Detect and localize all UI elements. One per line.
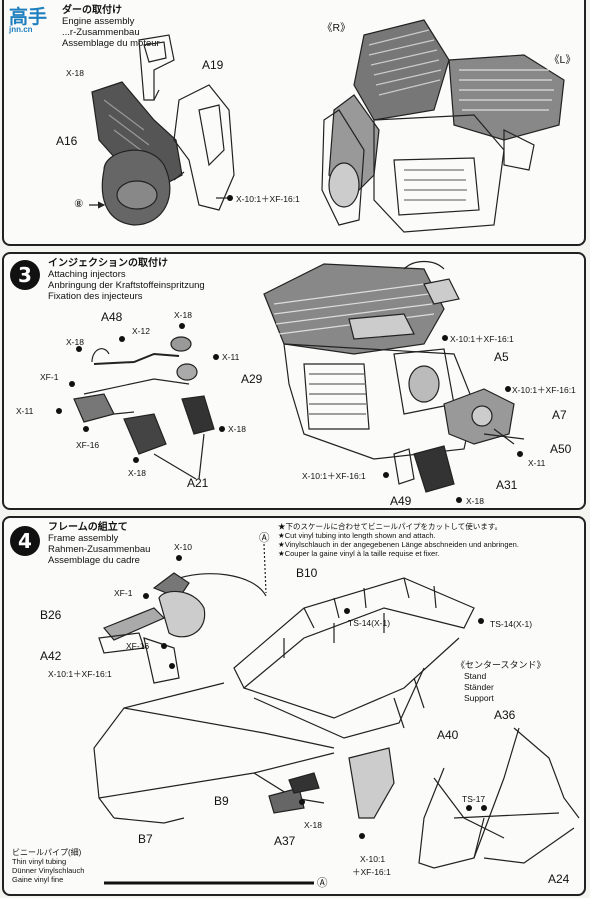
label-x18: X-18: [66, 68, 84, 78]
label-ts14b: TS-14(X-1): [490, 619, 533, 629]
label-x11b: X-11: [16, 406, 34, 416]
label-b10: B10: [296, 566, 318, 580]
label-circ-a2: Ⓐ: [317, 877, 328, 889]
label-b26: B26: [40, 608, 62, 622]
title-en: Attaching injectors: [48, 269, 126, 280]
tube-en: Thin vinyl tubing: [12, 857, 67, 866]
label-a24: A24: [548, 872, 570, 886]
label-a49: A49: [390, 494, 412, 508]
label-paint3: X-10:1＋XF-16:1: [302, 471, 366, 481]
label-x18b: X-18: [174, 310, 192, 320]
label-a36: A36: [494, 708, 516, 722]
title-de: ...r-Zusammenbau: [62, 27, 140, 38]
title-jp: インジェクションの取付け: [48, 258, 168, 269]
note-de: ★Vinylschlauch in der angegebenen Länge …: [278, 540, 519, 549]
stand-en: Stand: [464, 671, 487, 681]
stand-jp: 《センタースタンド》: [456, 660, 546, 670]
tube-jp: ビニールパイプ(細): [12, 848, 82, 857]
label-x12: X-12: [132, 326, 150, 336]
note-fr: ★Couper la gaine vinyl à la taille requi…: [278, 549, 440, 558]
label-a29: A29: [241, 372, 263, 386]
step-3-number: 3: [10, 260, 40, 290]
label-xf1: XF-1: [114, 588, 133, 598]
label-paint2b: ＋XF-16:1: [352, 867, 391, 877]
label-xf1: XF-1: [40, 372, 59, 382]
watermark-sub: jnn.cn: [9, 25, 33, 34]
title-jp: ダーの取付け: [62, 5, 122, 16]
label-x11a: X-11: [222, 352, 240, 362]
tube-de: Dünner Vinylschlauch: [12, 866, 85, 875]
label-x11c: X-11: [528, 458, 546, 468]
step-3-panel: 3 インジェクションの取付け Attaching injectors Anbri…: [2, 252, 586, 510]
label-circ-a1: Ⓐ: [259, 532, 270, 544]
note-jp: ★下のスケールに合わせてビニールパイプをカットして使います。: [278, 522, 503, 531]
label-xf16: XF-16: [126, 641, 150, 651]
label-paint: X-10:1＋XF-16:1: [236, 194, 300, 204]
step-3-drawing: [56, 260, 525, 503]
title-en: Frame assembly: [48, 533, 119, 544]
title-fr: Assemblage du moteur: [62, 38, 160, 49]
label-a37: A37: [274, 834, 296, 848]
step-2-title: ダーの取付け Engine assembly ...r-Zusammenbau …: [62, 5, 160, 49]
step-4-number: 4: [10, 526, 40, 556]
label-b7: B7: [138, 832, 153, 846]
label-a40: A40: [437, 728, 459, 742]
label-a19: A19: [202, 58, 224, 72]
label-circle8: ⑧: [74, 198, 84, 210]
step-3-title: インジェクションの取付け Attaching injectors Anbring…: [48, 258, 205, 302]
label-x18a: X-18: [66, 337, 84, 347]
title-fr: Assemblage du cadre: [48, 555, 140, 566]
label-paint1: X-10:1＋XF-16:1: [450, 334, 514, 344]
label-a16: A16: [56, 134, 78, 148]
label-x18c: X-18: [228, 424, 246, 434]
stand-fr: Support: [464, 693, 494, 703]
tube-legend: ビニールパイプ(細) Thin vinyl tubing Dünner Viny…: [12, 848, 84, 884]
title-fr: Fixation des injecteurs: [48, 291, 143, 302]
title-de: Rahmen-Zusammenbau: [48, 544, 151, 555]
step-2-panel: 高手 jnn.cn ダーの取付け Engine assembly ...r-Zu…: [2, 0, 586, 246]
title-de: Anbringung der Kraftstoffeinspritzung: [48, 280, 205, 291]
label-l: 《L》: [549, 54, 576, 66]
label-x10: X-10: [174, 542, 192, 552]
paint-dot: [227, 195, 233, 201]
step-2-drawing: [89, 19, 565, 233]
watermark-logo: 高手: [9, 6, 48, 28]
label-a21: A21: [187, 476, 209, 490]
title-jp: フレームの組立て: [48, 522, 128, 533]
title-en: Engine assembly: [62, 16, 135, 27]
step-4-title: フレームの組立て Frame assembly Rahmen-Zusammenb…: [48, 522, 150, 566]
label-paint2a: X-10:1: [360, 854, 386, 864]
label-paint: X-10:1＋XF-16:1: [48, 669, 112, 679]
label-a7: A7: [552, 408, 567, 422]
note-en: ★Cut vinyl tubing into length shown and …: [278, 531, 436, 540]
label-x18: X-18: [304, 820, 322, 830]
label-a48: A48: [101, 310, 123, 324]
label-a50: A50: [550, 442, 572, 456]
label-b9: B9: [214, 794, 229, 808]
cut-note: ★下のスケールに合わせてビニールパイプをカットして使います。 ★Cut viny…: [278, 522, 519, 558]
step-4-panel: 4 フレームの組立て Frame assembly Rahmen-Zusamme…: [2, 516, 586, 896]
step-4-drawing: [93, 543, 580, 885]
label-paint2: X-10:1＋XF-16:1: [512, 385, 576, 395]
label-a5: A5: [494, 350, 509, 364]
tube-fr: Gaine vinyl fine: [12, 875, 64, 884]
label-a42: A42: [40, 649, 62, 663]
stand-de: Ständer: [464, 682, 494, 692]
label-x18e: X-18: [466, 496, 484, 506]
label-xf16: XF-16: [76, 440, 100, 450]
label-ts14a: TS-14(X-1): [348, 618, 391, 628]
label-a31: A31: [496, 478, 518, 492]
label-x18d: X-18: [128, 468, 146, 478]
label-r: 《R》: [322, 22, 351, 34]
label-ts17: TS-17: [462, 794, 486, 804]
